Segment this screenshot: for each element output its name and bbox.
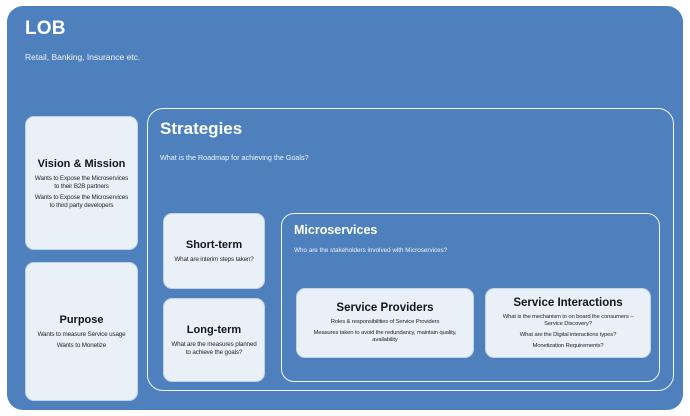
short-term-line: What are interim steps taken?	[174, 256, 254, 263]
purpose-lines: Wants to measure Service usage Wants to …	[37, 331, 125, 350]
microservices-subtitle: Who are the stakeholders involved with M…	[294, 247, 448, 254]
strategies-subtitle: What is the Roadmap for achieving the Go…	[160, 153, 309, 162]
long-term-title: Long-term	[186, 324, 242, 336]
purpose-title: Purpose	[59, 314, 104, 326]
service-interactions-lines: What is the mechanism to on board the co…	[493, 314, 643, 350]
service-interactions-title: Service Interactions	[513, 296, 623, 309]
service-providers-title: Service Providers	[336, 302, 434, 315]
long-term-card[interactable]: Long-term What are the measures planned …	[163, 298, 265, 382]
lob-header: LOB Retail, Banking, Insurance etc.	[25, 18, 425, 63]
purpose-line: Wants to Monetize	[56, 342, 107, 349]
purpose-card[interactable]: Purpose Wants to measure Service usage W…	[25, 262, 138, 401]
purpose-line: Wants to measure Service usage	[37, 331, 126, 338]
service-providers-lines: Roles & responsibilities of Service Prov…	[304, 319, 466, 345]
lob-title: LOB	[25, 18, 66, 39]
vision-and-mission-card[interactable]: Vision & Mission Wants to Expose the Mic…	[25, 116, 138, 250]
vision-and-mission-title: Vision & Mission	[37, 157, 126, 170]
service-providers-card[interactable]: Service Providers Roles & responsibiliti…	[296, 288, 474, 358]
service-interactions-card[interactable]: Service Interactions What is the mechani…	[485, 288, 651, 358]
lob-panel: LOB Retail, Banking, Insurance etc. Visi…	[7, 6, 683, 410]
strategies-panel: Strategies What is the Roadmap for achie…	[147, 108, 674, 391]
short-term-lines: What are interim steps taken?	[174, 256, 253, 264]
vision-line: Wants to Expose the Microservices to the…	[34, 174, 129, 190]
vision-and-mission-lines: Wants to Expose the Microservices to the…	[33, 175, 130, 210]
microservices-panel: Microservices Who are the stakeholders i…	[281, 213, 660, 382]
service-interactions-line: Monetization Requirements?	[532, 342, 604, 349]
long-term-line: What are the measures planned to achieve…	[171, 341, 257, 356]
service-interactions-line: What are the Digital interactions types?	[519, 332, 617, 338]
long-term-lines: What are the measures planned to achieve…	[171, 341, 257, 357]
short-term-card[interactable]: Short-term What are interim steps taken?	[163, 213, 265, 289]
lob-subtitle: Retail, Banking, Insurance etc.	[25, 52, 141, 62]
strategies-title: Strategies	[160, 119, 243, 138]
service-providers-line: Roles & responsibilities of Service Prov…	[330, 319, 440, 326]
vision-line: Wants to Expose the Microservices to thi…	[34, 193, 129, 209]
service-interactions-line: What is the mechanism to on board the co…	[502, 313, 634, 328]
microservices-title: Microservices	[294, 223, 378, 237]
service-providers-line: Measures taken to avoid the redundancy, …	[313, 329, 457, 344]
short-term-title: Short-term	[185, 239, 243, 251]
